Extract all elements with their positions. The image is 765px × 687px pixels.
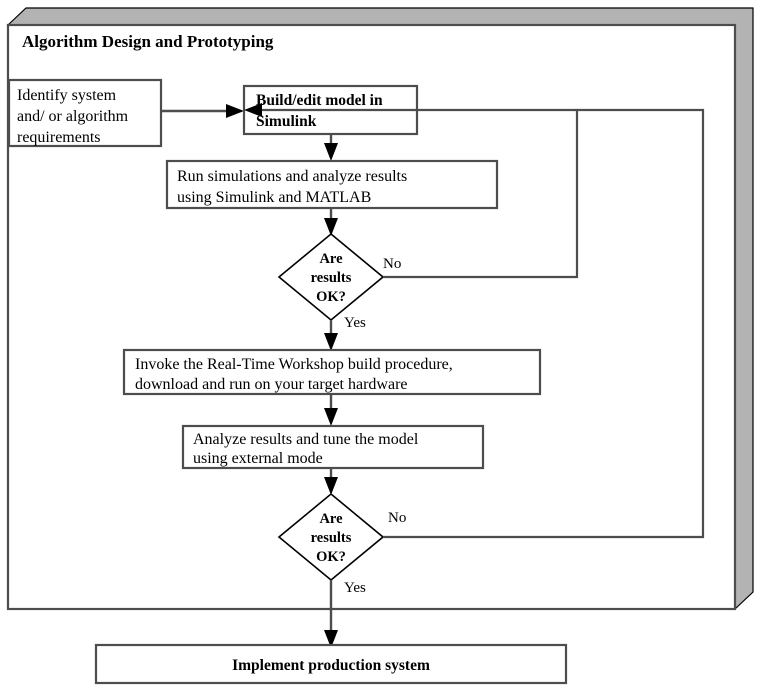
node-implement-label: Implement production system	[232, 657, 430, 674]
node-identify-line2: and/ or algorithm	[17, 108, 129, 125]
node-identify-line1: Identify system	[17, 87, 117, 104]
node-implement-production-system[interactable]	[94, 643, 568, 685]
arrowhead-simulate-to-decision1	[324, 218, 338, 236]
decision2-line2: results	[311, 530, 352, 546]
label-decision1-no: No	[383, 256, 401, 272]
arrowhead-analyze-to-decision2	[324, 477, 338, 495]
decision1-line2: results	[311, 270, 352, 286]
arrowhead-decision1-no-feedback	[244, 103, 262, 117]
node-analyze-line1: Analyze results and tune the model	[193, 431, 419, 448]
edge-decision2-no-feedback	[383, 108, 705, 539]
arrowhead-build-to-simulate	[324, 143, 338, 161]
node-analyze-tune-model[interactable]	[181, 424, 485, 470]
node-identify-requirements[interactable]	[7, 78, 163, 148]
node-simulate-line2: using Simulink and MATLAB	[177, 189, 371, 206]
arrowhead-invoke-to-analyze	[324, 408, 338, 426]
arrowhead-decision1-yes	[324, 333, 338, 351]
node-simulate-line1: Run simulations and analyze results	[177, 168, 407, 185]
decision1-line3: OK?	[316, 289, 346, 305]
node-build-line1: Build/edit model in	[256, 92, 383, 109]
panel-title: Algorithm Design and Prototyping	[22, 32, 274, 51]
label-decision1-yes: Yes	[344, 315, 366, 331]
arrowhead-decision2-yes	[324, 630, 338, 648]
label-decision2-no: No	[388, 510, 406, 526]
node-invoke-rtw-build[interactable]	[122, 348, 542, 396]
node-analyze-line2: using external mode	[193, 450, 323, 467]
node-invoke-line2: download and run on your target hardware	[135, 376, 408, 393]
node-build-line2: Simulink	[256, 113, 317, 130]
decision2-line1: Are	[319, 511, 343, 527]
decision2-line3: OK?	[316, 549, 346, 565]
label-decision2-yes: Yes	[344, 580, 366, 596]
node-invoke-line1: Invoke the Real-Time Workshop build proc…	[135, 356, 453, 373]
node-identify-line3: requirements	[17, 129, 101, 146]
arrowhead-identify-to-build	[226, 104, 244, 118]
node-run-simulations[interactable]	[165, 159, 499, 210]
decision1-line1: Are	[319, 251, 343, 267]
edge-decision1-no-feedback	[256, 108, 579, 279]
